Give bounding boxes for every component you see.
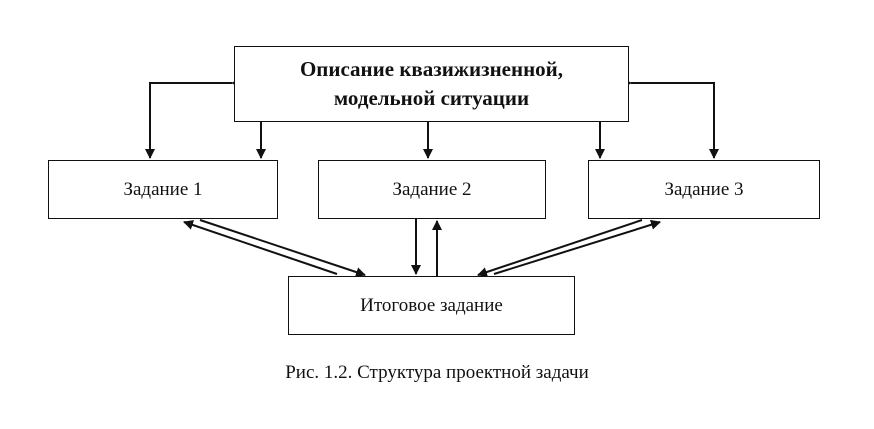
arrow-task1-to-final [199, 219, 366, 277]
arrow-top-to-task1-left [145, 78, 241, 159]
final-task-box: Итоговое задание [288, 276, 575, 335]
task-1-label: Задание 1 [123, 178, 203, 200]
task-2-label: Задание 2 [392, 178, 472, 200]
arrow-final-to-task1 [183, 220, 338, 275]
task-2-box: Задание 2 [318, 160, 546, 219]
final-task-label: Итоговое задание [360, 294, 503, 316]
scenario-description-box: Описание квазижизненной, модельной ситуа… [234, 46, 629, 122]
task-3-box: Задание 3 [588, 160, 820, 219]
figure-caption: Рис. 1.2. Структура проектной задачи [285, 362, 589, 383]
task-3-label: Задание 3 [664, 178, 744, 200]
arrow-top-to-task3-right [622, 78, 719, 159]
arrow-final-to-task3 [493, 219, 661, 275]
scenario-description-line1: Описание квазижизненной, [299, 57, 564, 81]
arrow-task3-to-final [477, 219, 643, 277]
scenario-description-line2: модельной ситуации [333, 86, 530, 110]
task-1-box: Задание 1 [48, 160, 278, 219]
